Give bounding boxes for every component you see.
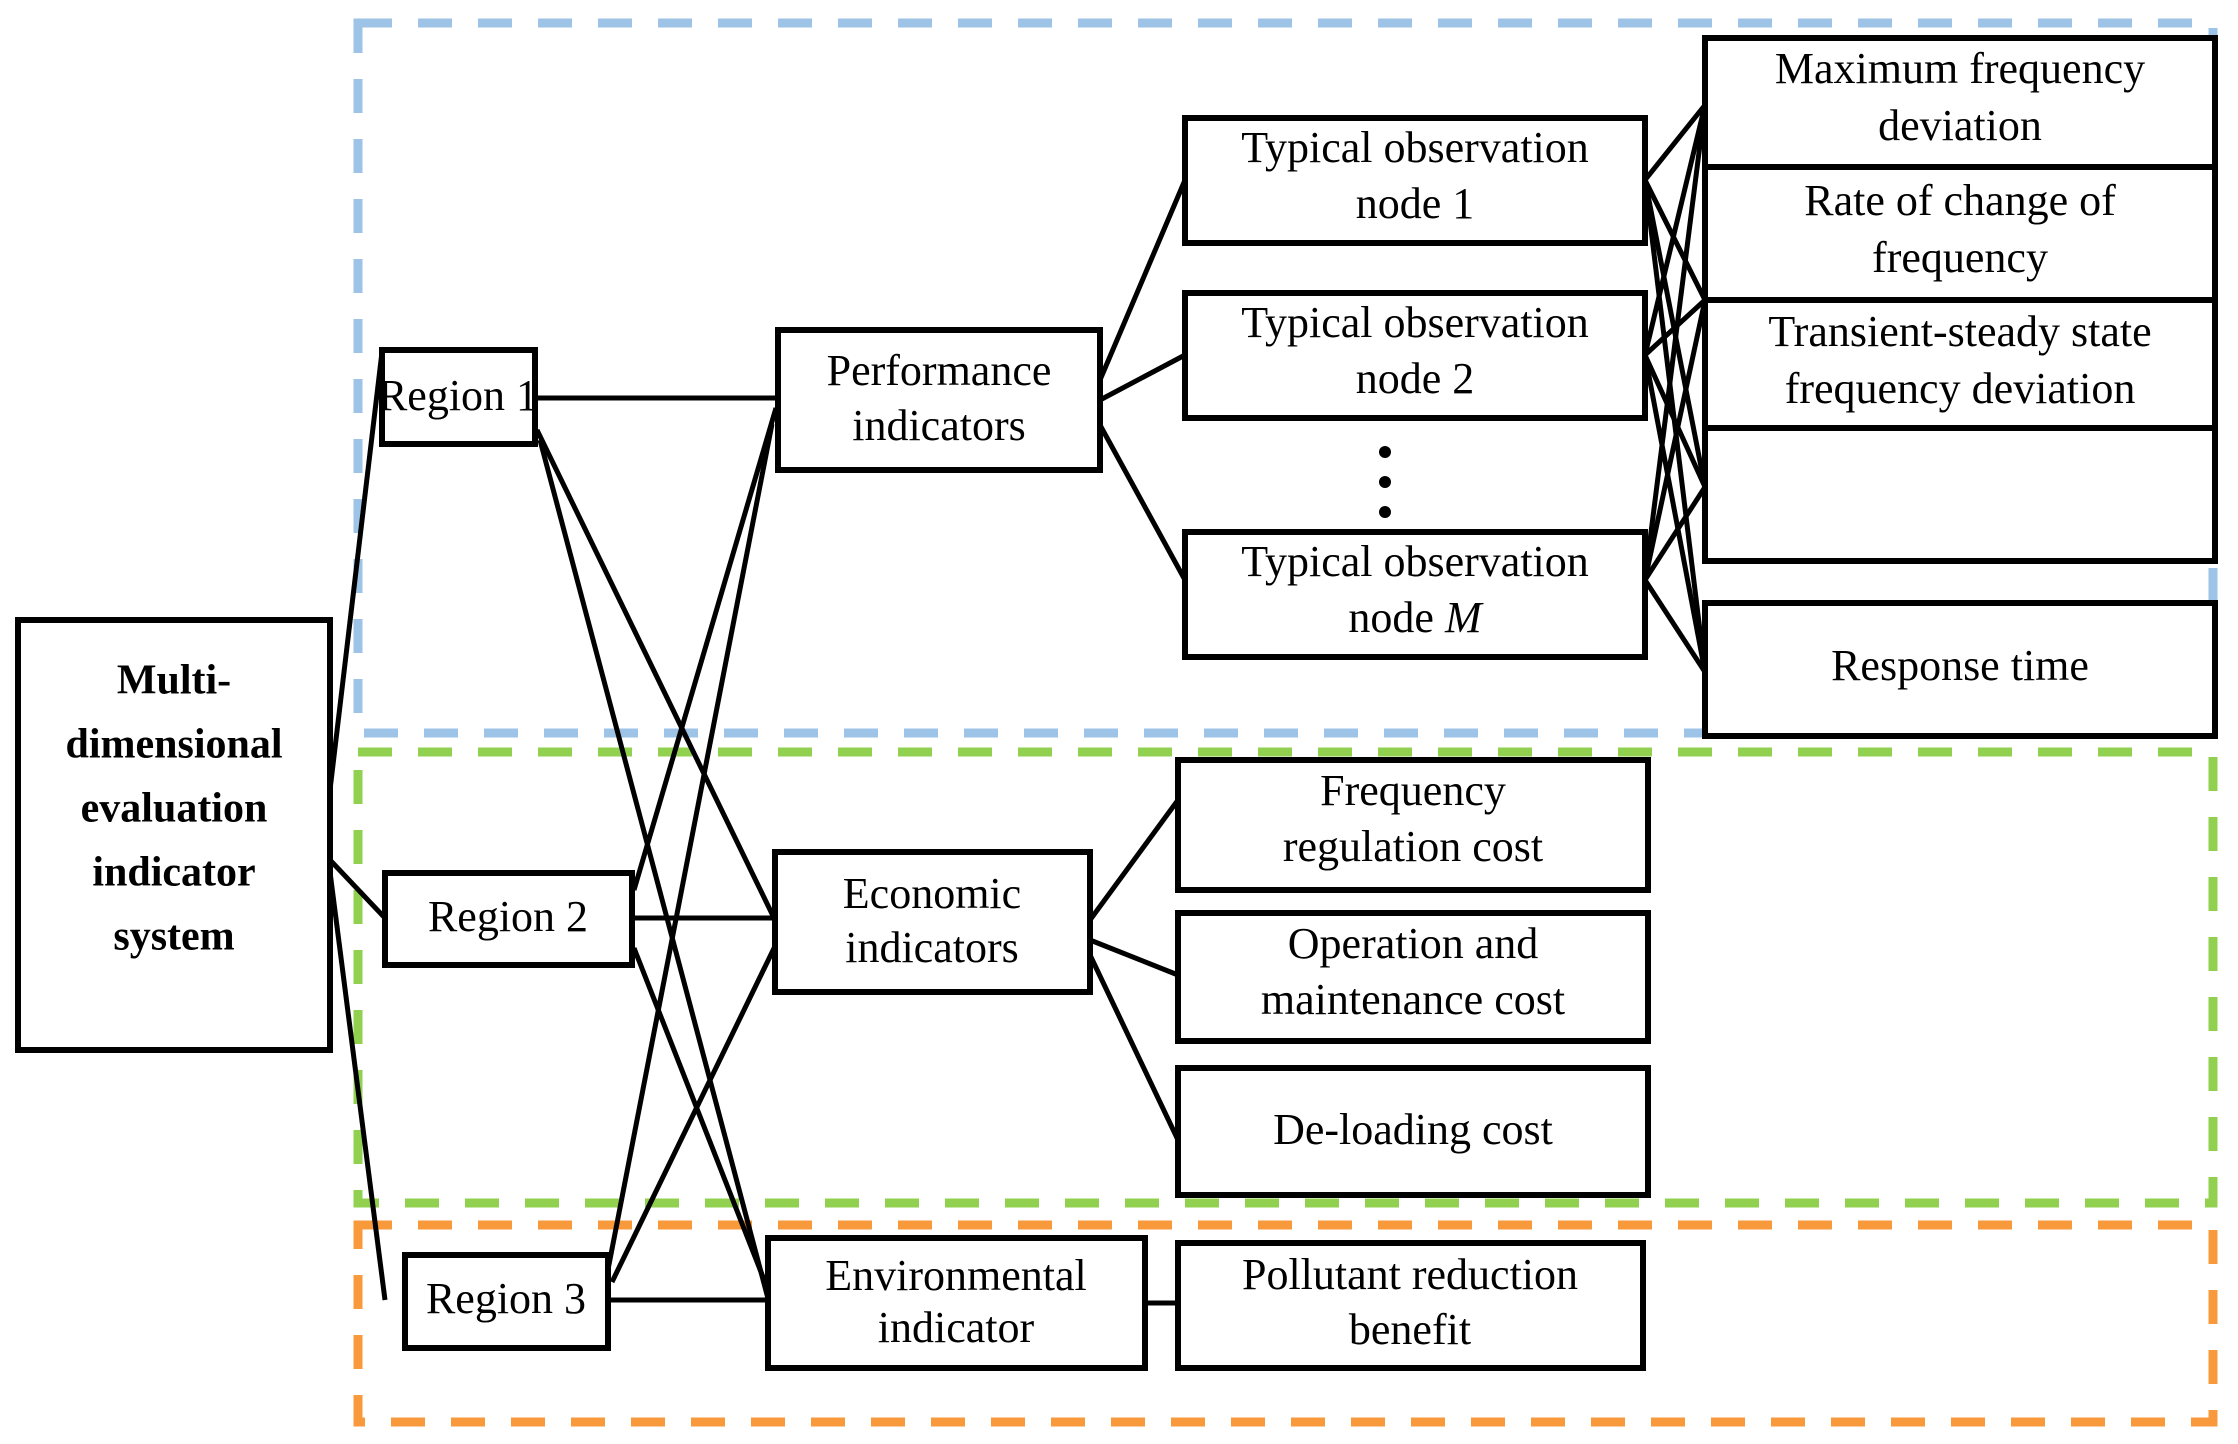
region-2-label: Region 2	[428, 892, 588, 941]
observation-node-2-line-1: Typical observation	[1241, 298, 1589, 347]
observation-node-m-italic: M	[1444, 593, 1484, 642]
observation-node-1[interactable]: Typical observation node 1	[1182, 115, 1648, 246]
perf-metric-0-line-1: Maximum frequency	[1775, 44, 2145, 93]
perf-metric-2-line-1: Transient-steady state	[1768, 307, 2151, 356]
observation-node-1-line-1: Typical observation	[1241, 123, 1589, 172]
links-root-to-regions	[327, 351, 388, 1301]
links-nodes-to-metrics	[1642, 103, 1708, 674]
environmental-label-line-1: Environmental	[825, 1251, 1087, 1300]
perf-metric-2-line-2: frequency deviation	[1785, 364, 2136, 413]
region-node-3[interactable]: Region 3	[402, 1252, 611, 1351]
group-frame-performance	[353, 18, 2218, 738]
performance-label-line-1: Performance	[827, 346, 1052, 395]
metric-frequency-regulation-cost[interactable]: Frequency regulation cost	[1175, 757, 1651, 893]
root-label-line-4: indicator	[92, 850, 255, 896]
category-node-economic[interactable]: Economic indicators	[772, 849, 1093, 995]
region-node-1[interactable]: Region 1	[378, 347, 538, 447]
observation-node-1-line-2: node 1	[1356, 179, 1475, 228]
observation-node-m-prefix: node	[1348, 593, 1445, 642]
environmental-label-line-2: indicator	[878, 1303, 1035, 1352]
metric-response-time-box[interactable]: Response time	[1702, 600, 2218, 739]
metric-pollutant-reduction-benefit[interactable]: Pollutant reduction benefit	[1175, 1240, 1646, 1371]
observation-node-m-line-1: Typical observation	[1241, 537, 1589, 586]
observation-node-ellipsis	[1379, 446, 1391, 518]
region-1-label: Region 1	[378, 371, 538, 420]
root-label-line-3: evaluation	[81, 786, 268, 832]
economic-label-line-1: Economic	[843, 869, 1021, 918]
group-frame-environmental	[353, 1220, 2218, 1427]
metric-rate-of-change-of-frequency[interactable]: Rate of change of frequency	[1702, 164, 2218, 303]
metric-transient-steady-state-frequency-deviation[interactable]: Transient-steady state frequency deviati…	[1702, 297, 2218, 436]
econ-metric-0-line-1: Frequency	[1320, 766, 1506, 815]
observation-node-m[interactable]: Typical observation node M	[1182, 529, 1648, 660]
econ-metric-2-label: De-loading cost	[1273, 1105, 1553, 1154]
root-label-line-2: dimensional	[65, 722, 282, 768]
economic-label-line-2: indicators	[845, 923, 1019, 972]
econ-metric-0-line-2: regulation cost	[1283, 822, 1543, 871]
links-economic-to-metrics	[1087, 798, 1181, 1142]
links-regions-to-categories	[534, 395, 781, 1307]
perf-metric-0-line-2: deviation	[1878, 101, 2042, 150]
observation-node-2-line-2: node 2	[1356, 354, 1475, 403]
performance-label-line-2: indicators	[852, 401, 1026, 450]
perf-metric-1-line-1: Rate of change of	[1804, 176, 2116, 225]
region-node-2[interactable]: Region 2	[382, 870, 635, 968]
env-metric-0-line-1: Pollutant reduction	[1242, 1250, 1578, 1299]
category-node-performance[interactable]: Performance indicators	[775, 327, 1103, 473]
root-label-line-1: Multi-	[117, 658, 231, 704]
econ-metric-1-line-2: maintenance cost	[1261, 975, 1565, 1024]
perf-metric-3-label: Response time	[1831, 641, 2089, 690]
env-metric-0-line-2: benefit	[1349, 1305, 1471, 1354]
observation-node-m-line-2: node M	[1348, 593, 1484, 642]
region-3-label: Region 3	[426, 1274, 586, 1323]
links-performance-to-nodes	[1097, 179, 1188, 582]
perf-metric-1-line-2: frequency	[1872, 233, 2048, 282]
group-frame-economic	[353, 747, 2218, 1208]
metric-operation-and-maintenance-cost[interactable]: Operation and maintenance cost	[1175, 910, 1651, 1044]
root-node[interactable]: Multi- dimensional evaluation indicator …	[15, 617, 333, 1053]
observation-node-2[interactable]: Typical observation node 2	[1182, 290, 1648, 421]
metric-de-loading-cost[interactable]: De-loading cost	[1175, 1065, 1651, 1198]
metric-maximum-frequency-deviation[interactable]: Maximum frequency deviation	[1702, 35, 2218, 174]
econ-metric-1-line-1: Operation and	[1288, 919, 1538, 968]
category-node-environmental[interactable]: Environmental indicator	[765, 1235, 1148, 1371]
root-label-line-5: system	[113, 914, 234, 960]
